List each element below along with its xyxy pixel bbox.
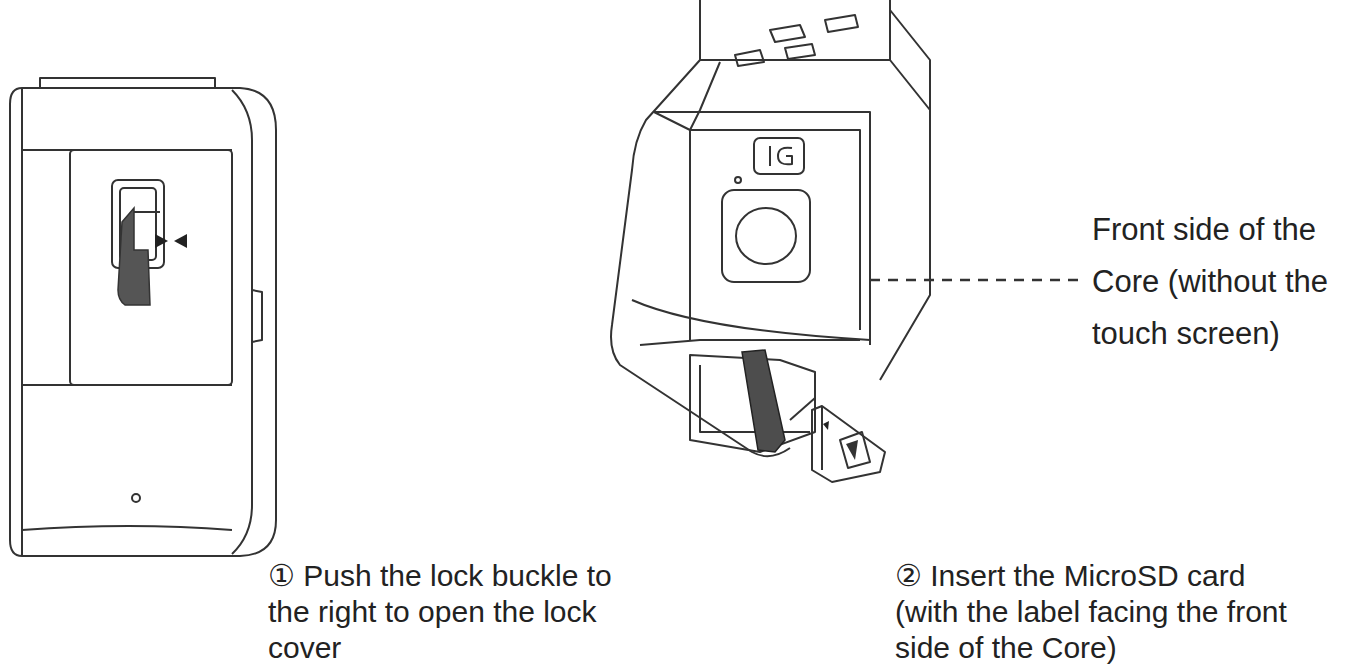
step-caption: ② Insert the MicroSD card (with the labe… [895, 558, 1315, 666]
callout-label: Front side of the Core (without the touc… [1092, 204, 1364, 360]
lock-buckle [118, 208, 187, 305]
leader-line [870, 279, 1082, 282]
step-caption: ① Push the lock buckle to the right to o… [268, 558, 648, 666]
side-view-camera [10, 78, 276, 556]
core-camera [611, 0, 930, 482]
microsd-card [742, 350, 829, 452]
